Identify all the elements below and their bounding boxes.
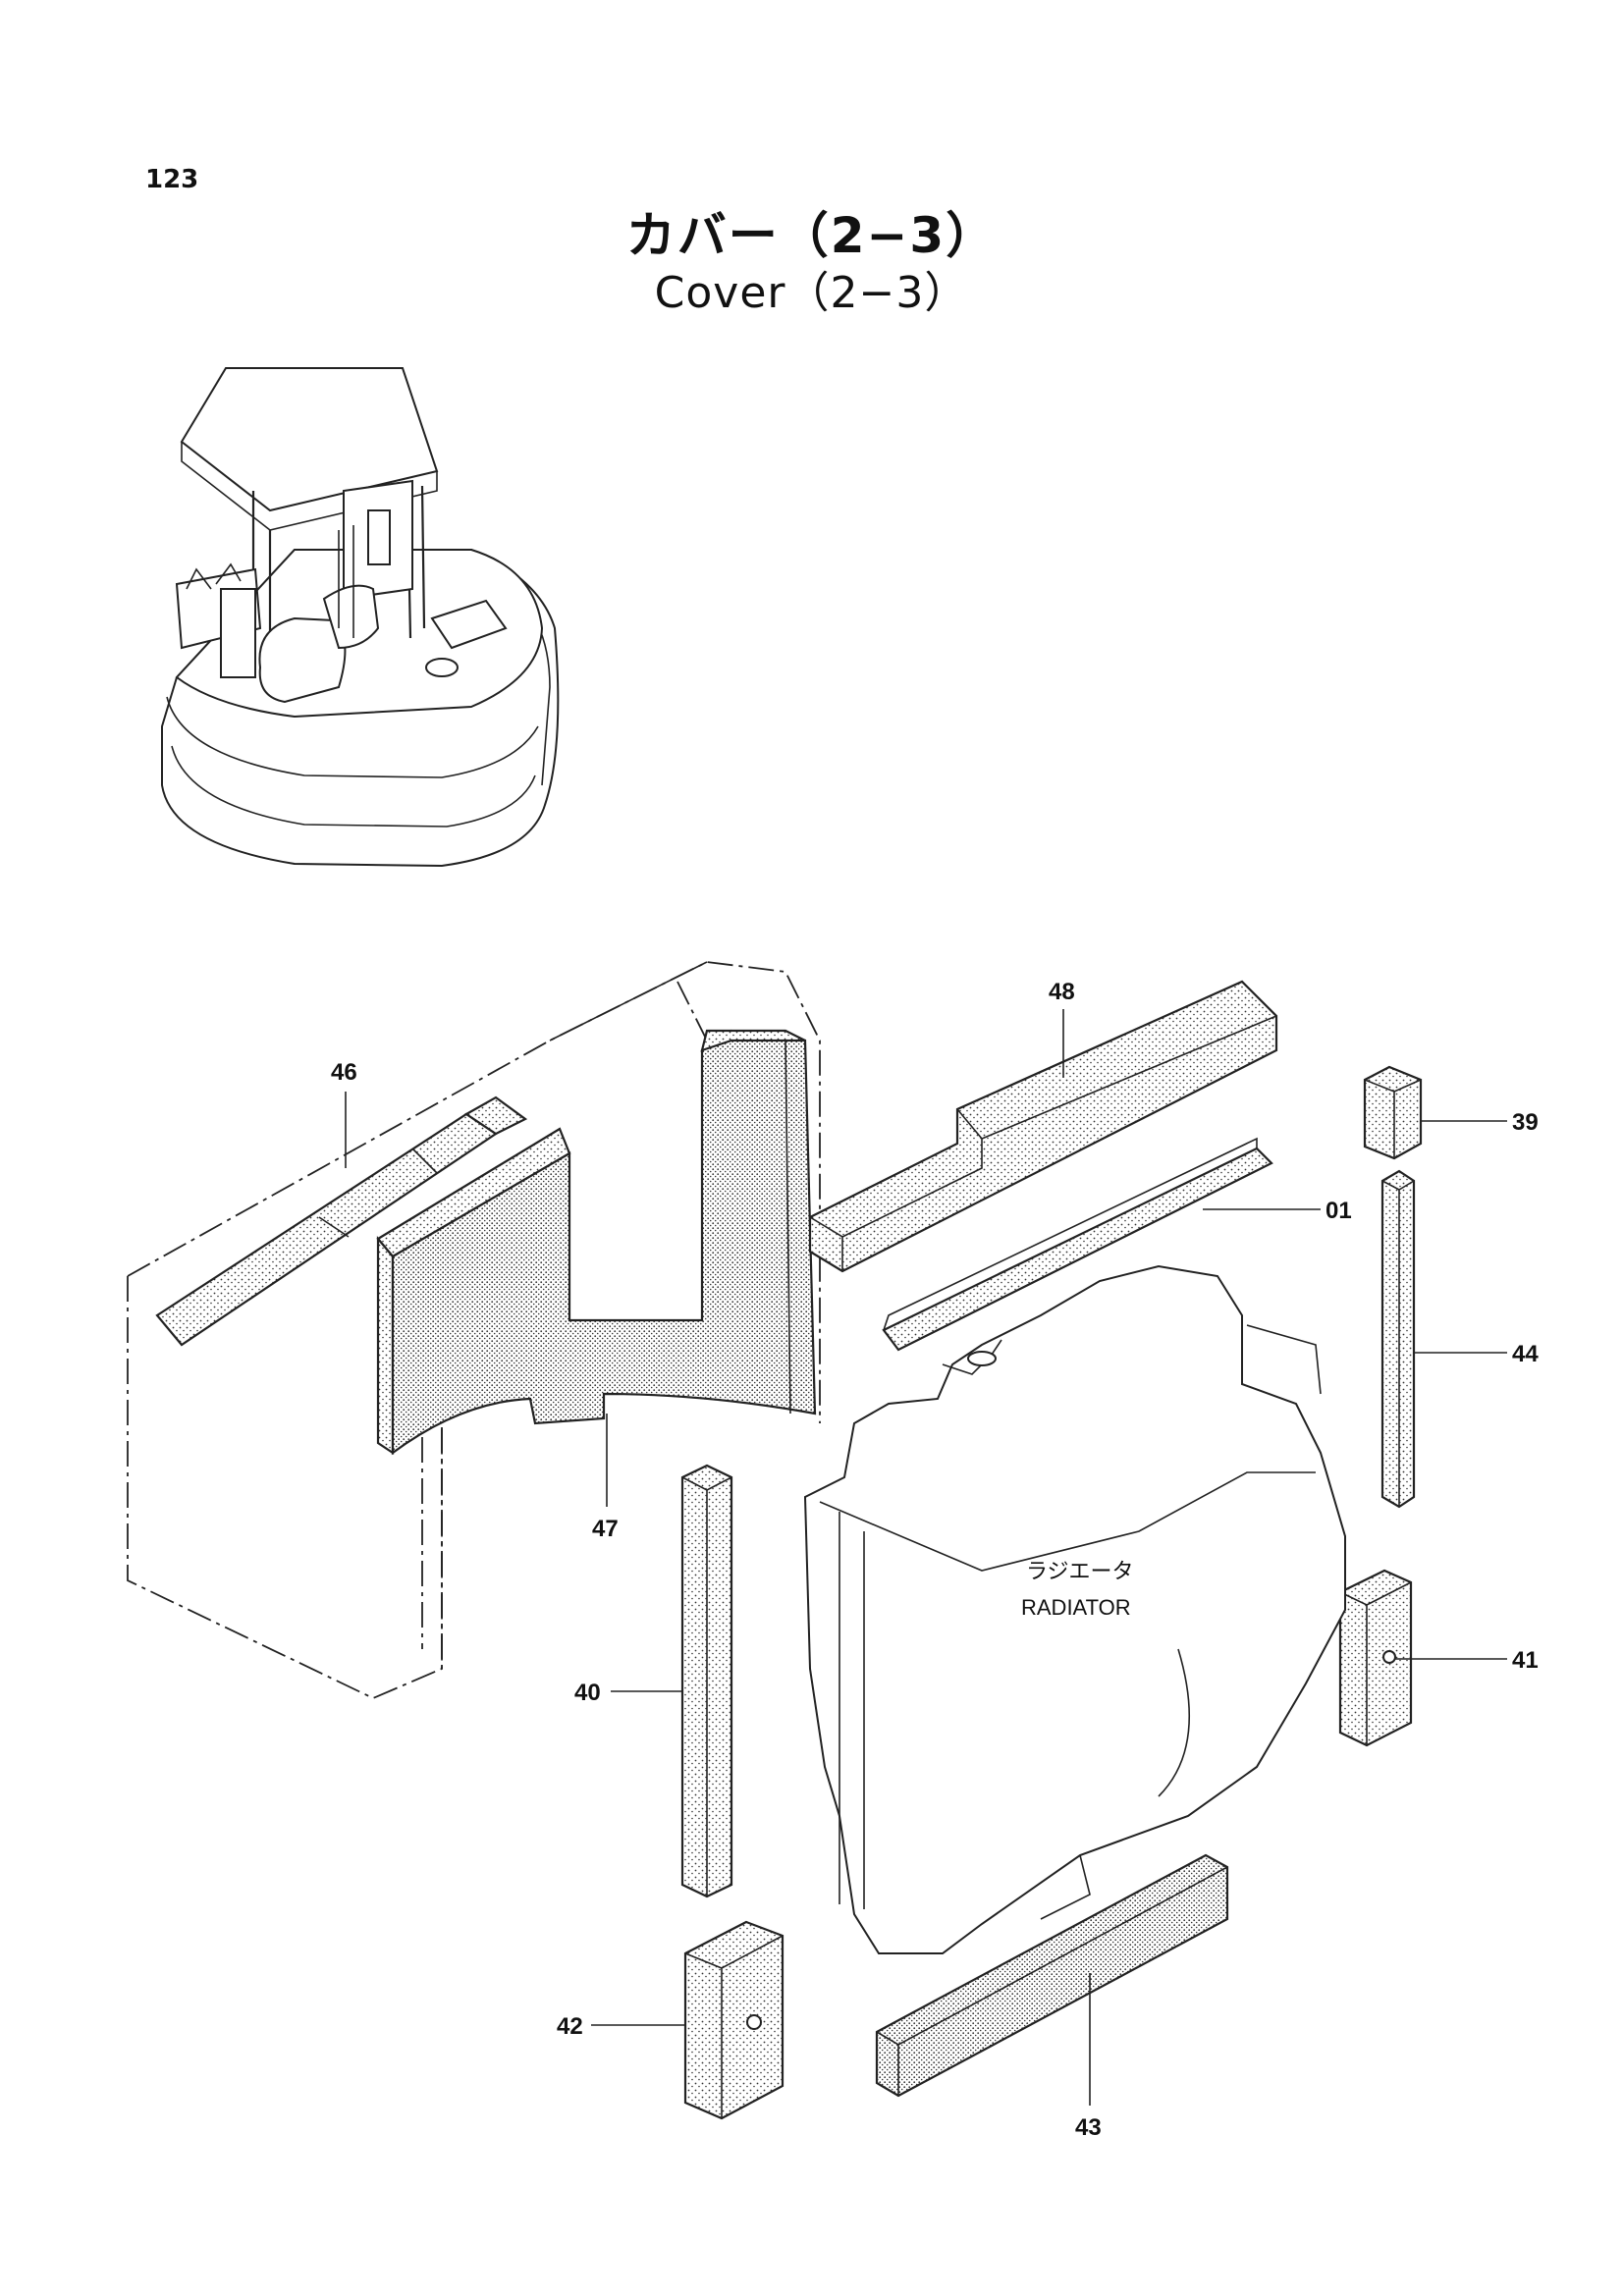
callout-44: 44 xyxy=(1414,1341,1539,1367)
part-47-foam-panel xyxy=(376,1029,817,1456)
part-39-foam-block xyxy=(1363,1065,1423,1160)
callout-44-label: 44 xyxy=(1512,1341,1539,1367)
callout-42-label: 42 xyxy=(557,2013,583,2040)
part-41-foam-block xyxy=(1338,1569,1413,1747)
callout-40-label: 40 xyxy=(574,1680,601,1706)
callout-39: 39 xyxy=(1421,1109,1539,1136)
callout-41: 41 xyxy=(1394,1647,1539,1674)
machine-overview-illustration xyxy=(161,367,560,868)
callout-43: 43 xyxy=(1075,1973,1102,2141)
callout-47: 47 xyxy=(592,1414,619,1542)
callout-01-label: 01 xyxy=(1325,1198,1352,1224)
page-number: 123 xyxy=(145,165,199,194)
callout-43-label: 43 xyxy=(1075,2114,1102,2141)
callout-39-label: 39 xyxy=(1512,1109,1539,1136)
part-01-foam-strip xyxy=(882,1137,1273,1352)
callout-41-label: 41 xyxy=(1512,1647,1539,1674)
part-40-foam-column xyxy=(680,1464,733,1898)
part-42-foam-block xyxy=(683,1920,784,2120)
callout-48-label: 48 xyxy=(1049,979,1075,1005)
radiator-label-english: RADIATOR xyxy=(1021,1595,1131,1620)
page-title-japanese: カバー（2−3） xyxy=(625,207,998,264)
page-title-english: Cover（2−3） xyxy=(654,268,969,318)
radiator-label-japanese: ラジエータ xyxy=(1026,1559,1134,1583)
radiator-illustration: ラジエータ RADIATOR xyxy=(803,1264,1346,1954)
callout-46: 46 xyxy=(331,1059,357,1168)
part-48-foam-strip xyxy=(808,980,1278,1273)
callout-48: 48 xyxy=(1049,979,1075,1078)
callout-42: 42 xyxy=(557,2013,685,2040)
callout-01: 01 xyxy=(1203,1198,1352,1224)
callout-46-label: 46 xyxy=(331,1059,357,1086)
part-44-foam-column xyxy=(1380,1169,1416,1509)
part-43-foam-strip xyxy=(875,1853,1229,2098)
callout-40: 40 xyxy=(574,1680,682,1706)
callout-47-label: 47 xyxy=(592,1516,619,1542)
part-46-foam-pad xyxy=(155,1095,528,1347)
